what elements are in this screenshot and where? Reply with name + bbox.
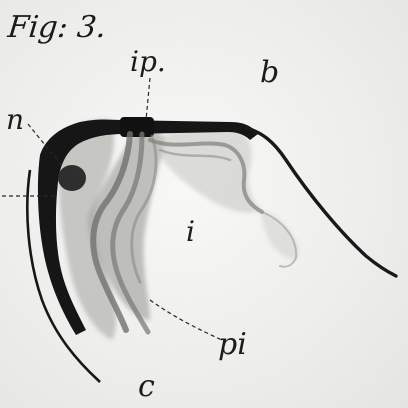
label-i: i bbox=[186, 218, 195, 246]
label-c: c bbox=[138, 372, 155, 402]
figure-title: Fig: 3. bbox=[6, 10, 108, 45]
label-pi: pi bbox=[218, 330, 247, 360]
label-ip: ip. bbox=[130, 48, 166, 76]
label-b: b bbox=[260, 58, 279, 88]
label-n: n bbox=[6, 106, 24, 134]
